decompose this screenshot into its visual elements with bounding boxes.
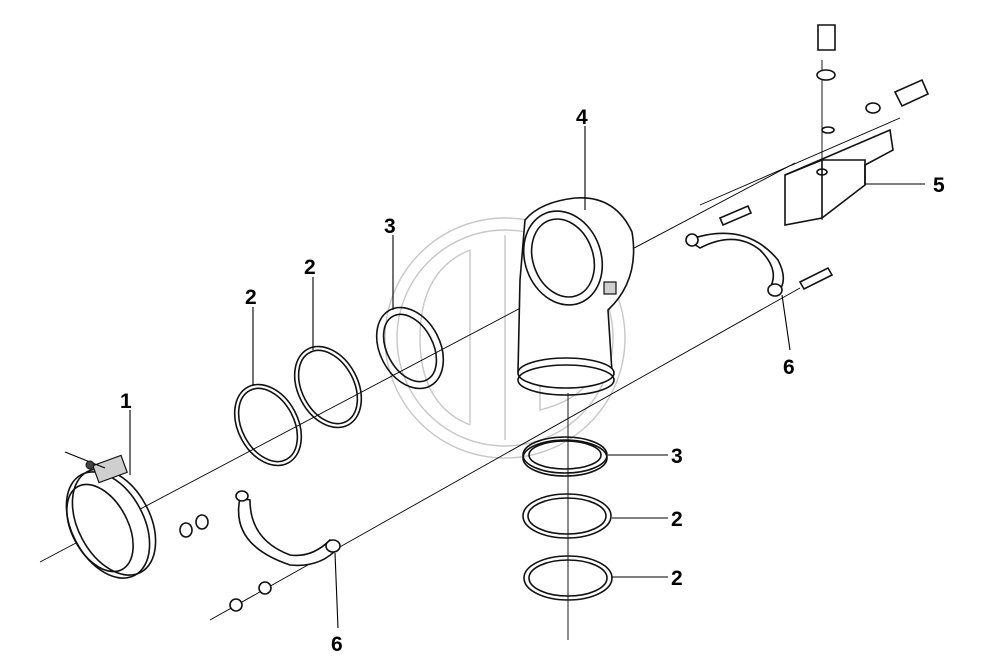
callout-2-left-b: 2 [304,256,316,279]
callout-5: 5 [933,174,945,197]
nuts-lower-left [229,581,272,612]
leader-lines [129,126,925,629]
callout-3-lower: 3 [671,445,683,468]
bolt-horizontal [865,78,930,114]
gasket-ring-lower-a [522,493,612,539]
callout-2-left-a: 2 [245,286,257,309]
gasket-ring-lower-b [523,555,613,601]
gasket-ring-left-b [293,345,363,429]
seal-ring-left [375,306,445,390]
callout-4: 4 [576,106,588,129]
callout-2-lower-a: 2 [671,508,683,531]
callout-1: 1 [120,390,132,413]
callout-labels: 1 2 2 3 4 5 6 6 3 2 2 [120,106,945,656]
bolt-small-right [798,266,834,291]
gasket-ring-left-a [233,383,303,467]
callout-2-lower-b: 2 [671,567,683,590]
mounting-bracket [784,126,894,226]
bolt-vertical [816,24,836,81]
nuts-pair [179,514,209,538]
seal-ring-lower [522,436,608,477]
callout-3-left: 3 [384,215,396,238]
callout-6-left: 6 [331,633,343,656]
half-clamp-upper [685,232,785,297]
bolt-small-upper [718,204,753,227]
callout-6-right: 6 [783,356,795,379]
half-clamp-lower [235,490,341,567]
v-band-clamp [64,451,157,579]
elbow-pipe [517,197,635,396]
